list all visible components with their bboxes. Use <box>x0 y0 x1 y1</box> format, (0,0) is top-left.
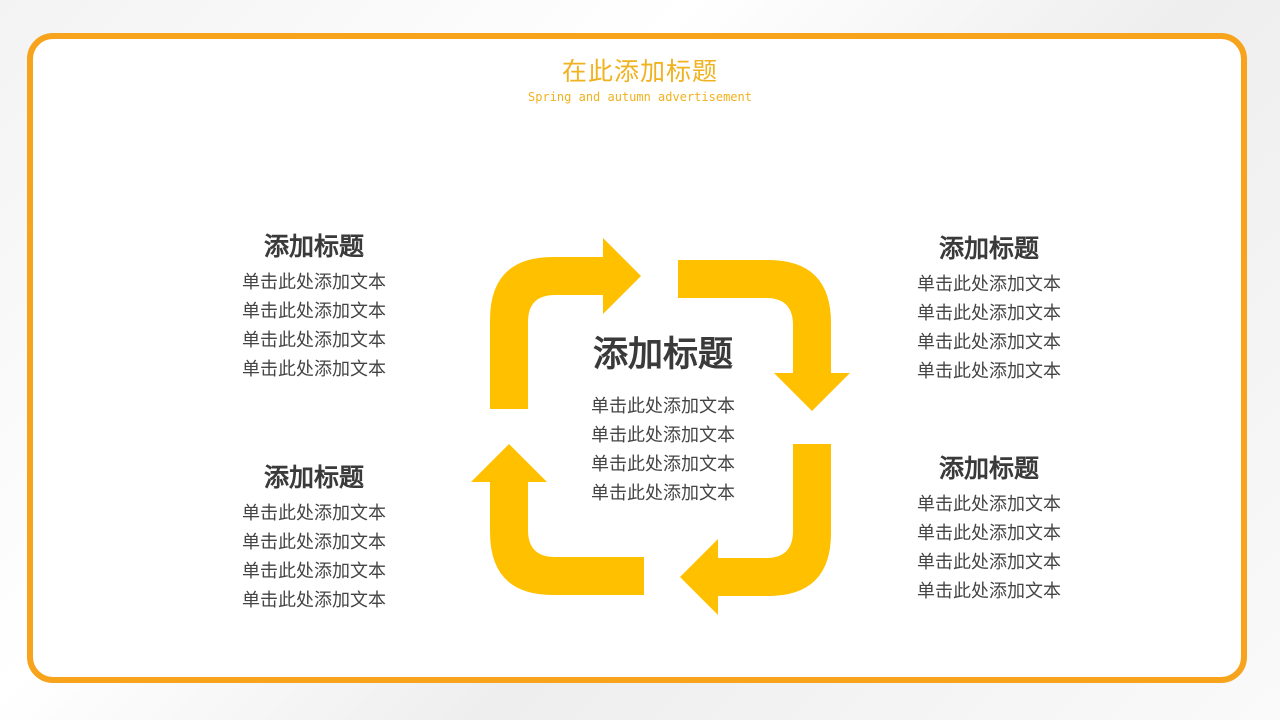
center-text-line: 单击此处添加文本 <box>591 396 735 417</box>
center-text-line: 单击此处添加文本 <box>591 483 735 504</box>
block-text-line: 单击此处添加文本 <box>917 361 1061 382</box>
block-heading: 添加标题 <box>938 234 1039 263</box>
block-text-line: 单击此处添加文本 <box>242 330 386 351</box>
block-text-line: 单击此处添加文本 <box>242 503 386 524</box>
text-block-bottom-left: 添加标题 单击此处添加文本 单击此处添加文本 单击此处添加文本 单击此处添加文本 <box>204 461 424 615</box>
cycle-arrow-icon-top-right <box>678 260 850 411</box>
block-text-line: 单击此处添加文本 <box>917 552 1061 573</box>
block-text-line: 单击此处添加文本 <box>242 532 386 553</box>
slide-subtitle: Spring and autumn advertisement <box>528 90 752 104</box>
block-text-line: 单击此处添加文本 <box>917 523 1061 544</box>
block-heading: 添加标题 <box>263 463 364 492</box>
block-text-line: 单击此处添加文本 <box>917 332 1061 353</box>
text-block-bottom-right: 添加标题 单击此处添加文本 单击此处添加文本 单击此处添加文本 单击此处添加文本 <box>879 452 1099 606</box>
text-block-top-right: 添加标题 单击此处添加文本 单击此处添加文本 单击此处添加文本 单击此处添加文本 <box>879 232 1099 386</box>
center-text-block: 添加标题 单击此处添加文本 单击此处添加文本 单击此处添加文本 单击此处添加文本 <box>553 332 773 508</box>
block-text-line: 单击此处添加文本 <box>242 359 386 380</box>
block-text-line: 单击此处添加文本 <box>917 581 1061 602</box>
block-heading: 添加标题 <box>263 232 364 261</box>
cycle-arrow-icon-top-left <box>490 238 641 409</box>
block-text-line: 单击此处添加文本 <box>242 272 386 293</box>
cycle-arrow-icon-bottom-right <box>680 444 831 615</box>
center-text-line: 单击此处添加文本 <box>591 425 735 446</box>
block-text-line: 单击此处添加文本 <box>242 590 386 611</box>
slide-title: 在此添加标题 <box>561 57 718 86</box>
center-text-line: 单击此处添加文本 <box>591 454 735 475</box>
text-block-top-left: 添加标题 单击此处添加文本 单击此处添加文本 单击此处添加文本 单击此处添加文本 <box>204 230 424 384</box>
block-text-line: 单击此处添加文本 <box>917 494 1061 515</box>
block-heading: 添加标题 <box>938 454 1039 483</box>
center-heading: 添加标题 <box>592 335 733 375</box>
cycle-arrow-icon-bottom-left <box>471 444 644 595</box>
block-text-line: 单击此处添加文本 <box>917 274 1061 295</box>
block-text-line: 单击此处添加文本 <box>242 301 386 322</box>
block-text-line: 单击此处添加文本 <box>917 303 1061 324</box>
block-text-line: 单击此处添加文本 <box>242 561 386 582</box>
